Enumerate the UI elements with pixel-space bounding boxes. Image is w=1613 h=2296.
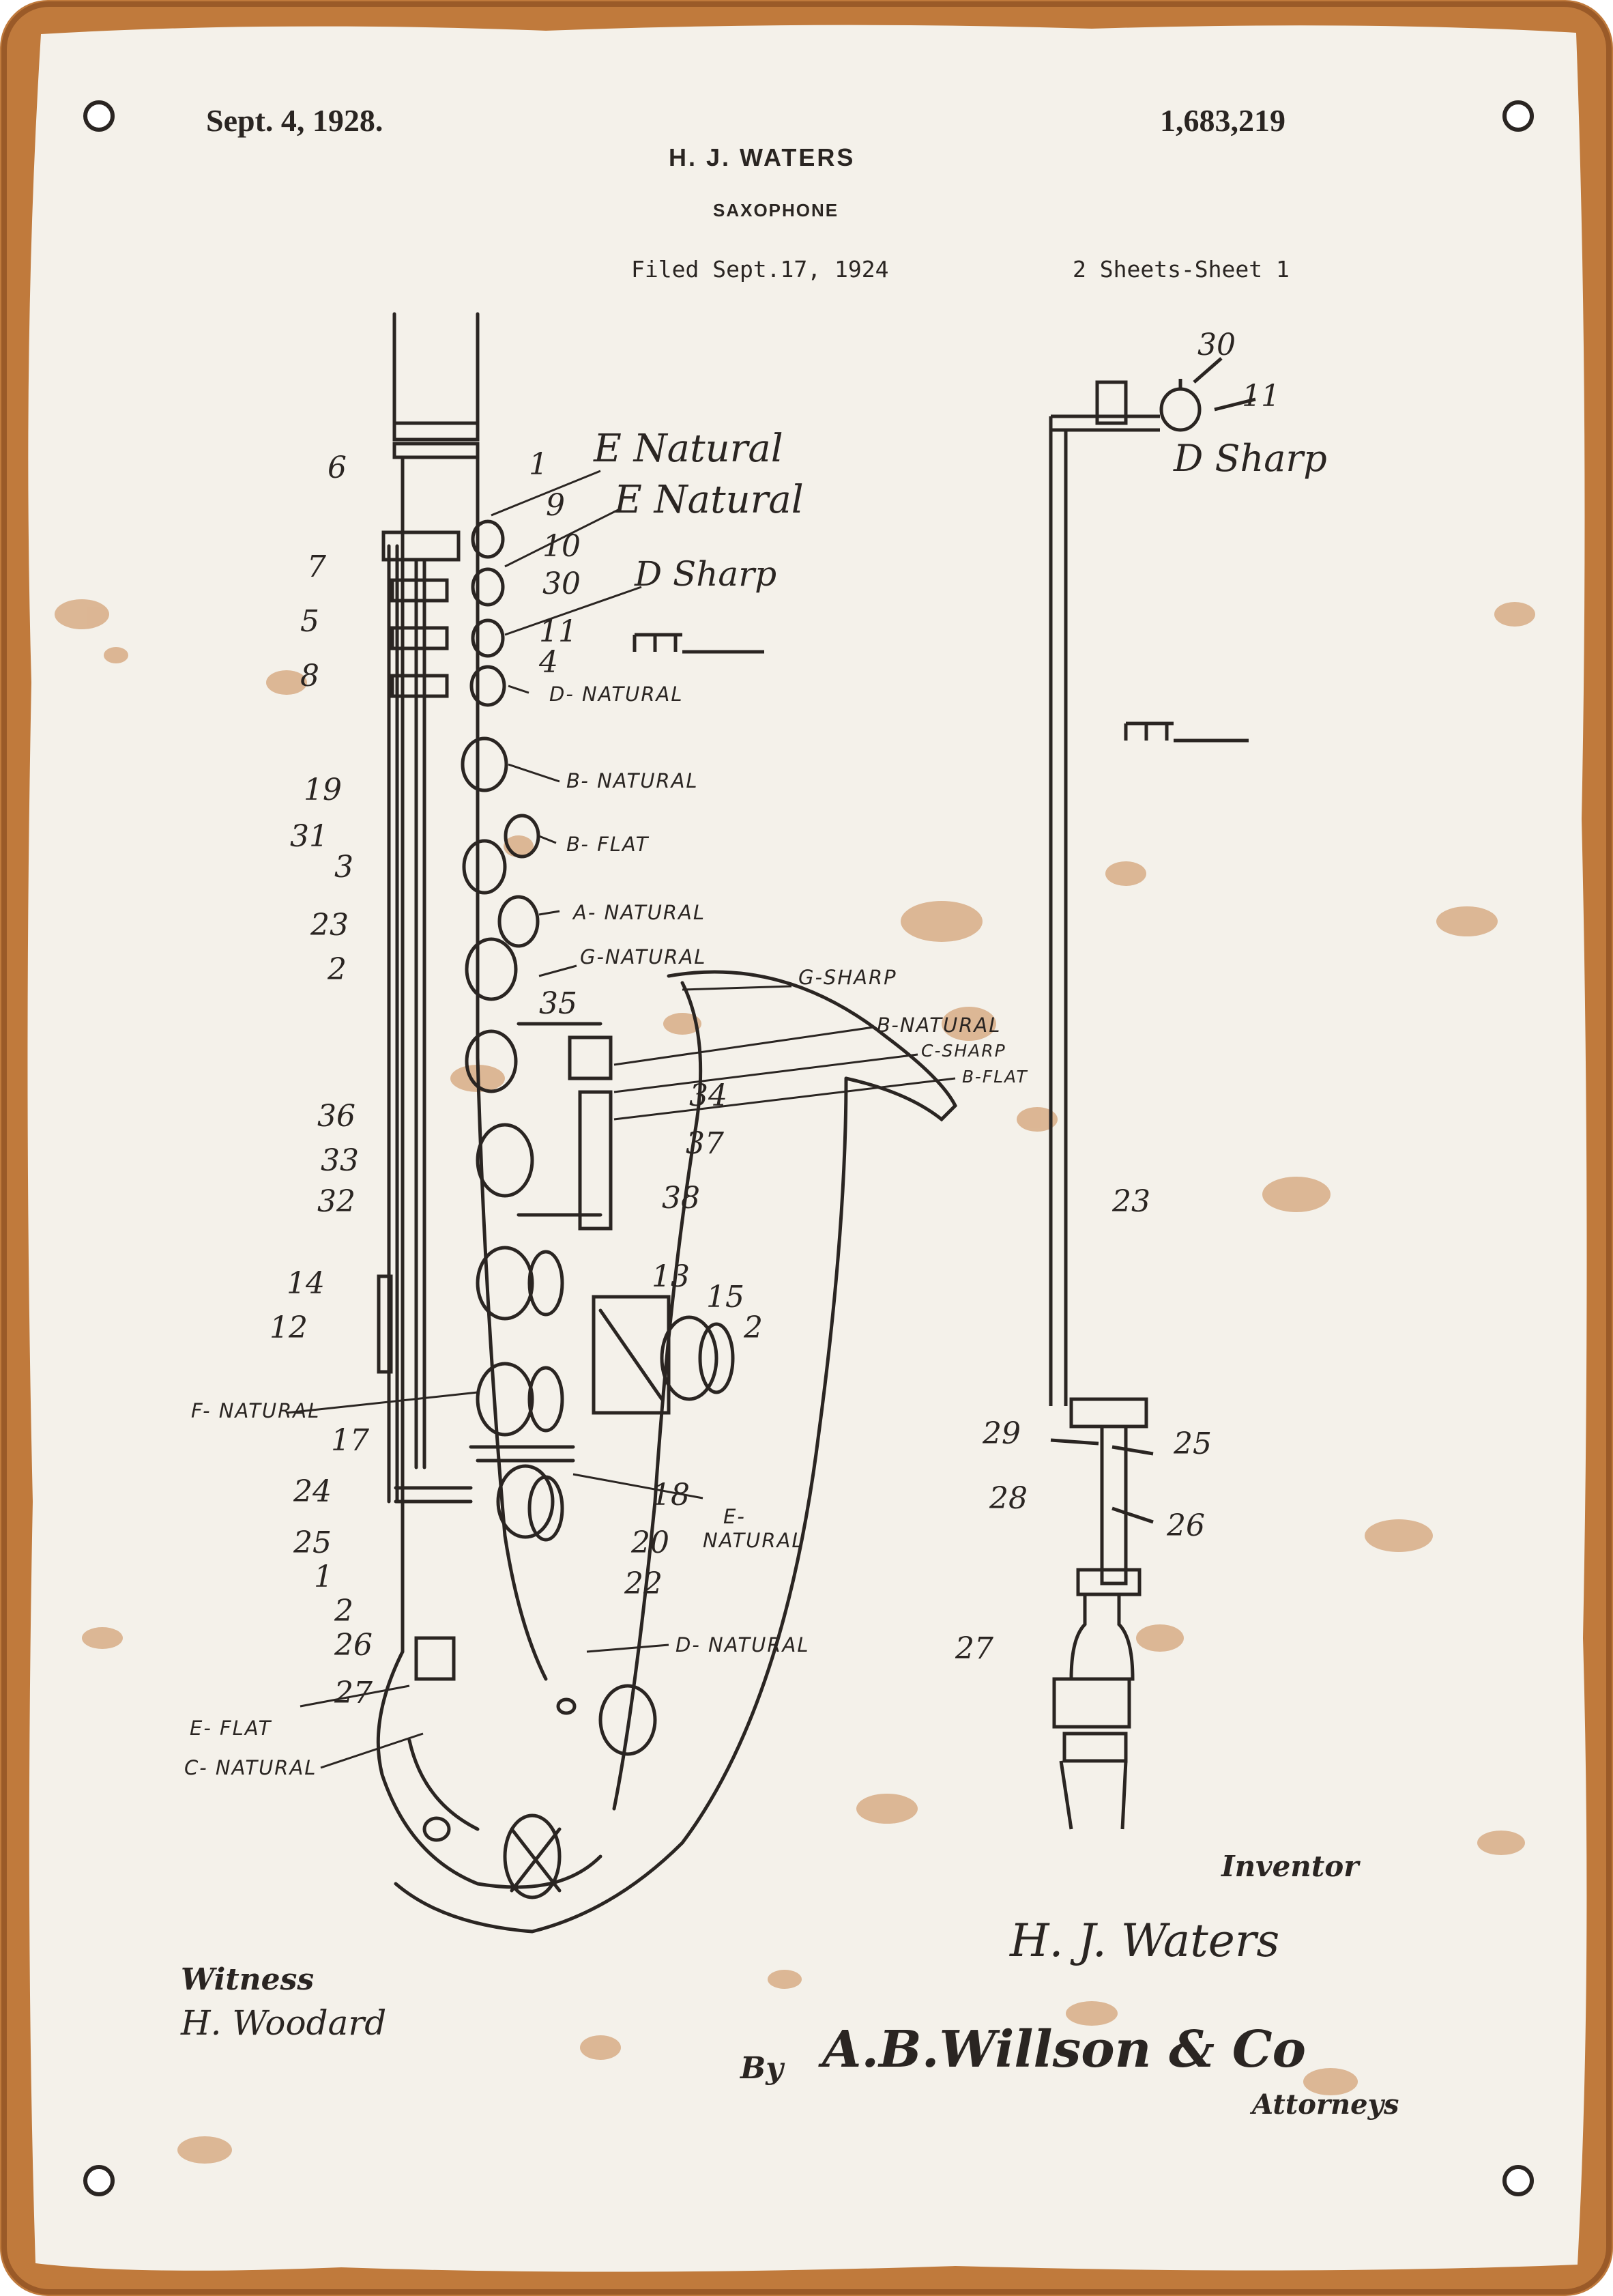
label-d-natural-upper: D- NATURAL — [549, 683, 684, 706]
ref-33: 33 — [321, 1143, 359, 1178]
fig2-ref-25: 25 — [1174, 1426, 1212, 1461]
fig2-label-d-sharp: D Sharp — [1174, 437, 1327, 480]
ref-15: 15 — [706, 1280, 744, 1315]
label-a-natural: A- NATURAL — [573, 901, 706, 924]
ref-17: 17 — [331, 1423, 369, 1458]
label-b-natural-bell: B-NATURAL — [877, 1014, 1001, 1037]
patent-date: Sept. 4, 1928. — [206, 102, 383, 139]
label-b-natural: B- NATURAL — [566, 769, 699, 792]
patent-number: 1,683,219 — [1160, 102, 1285, 139]
ref-2-upper: 2 — [328, 952, 347, 987]
label-c-sharp: C-SHARP — [921, 1041, 1006, 1061]
ref-34: 34 — [689, 1078, 727, 1113]
ref-7: 7 — [307, 549, 326, 584]
ref-6: 6 — [328, 450, 347, 485]
ref-27: 27 — [334, 1676, 373, 1710]
mounting-hole-icon — [1505, 2167, 1532, 2194]
attorneys-label: Attorneys — [1252, 2089, 1399, 2121]
ref-8: 8 — [300, 659, 319, 693]
fig2-ref-11: 11 — [1242, 379, 1280, 414]
ref-36: 36 — [317, 1099, 355, 1134]
label-g-natural: G-NATURAL — [580, 945, 706, 968]
label-b-flat: B- FLAT — [566, 833, 649, 856]
ref-4: 4 — [539, 645, 558, 680]
ref-11: 11 — [539, 614, 577, 649]
label-d-sharp: D Sharp — [635, 554, 776, 594]
ref-20: 20 — [631, 1525, 669, 1560]
witness-name: H. Woodard — [181, 2003, 386, 2043]
paper-panel — [27, 25, 1586, 2272]
ref-3: 3 — [334, 850, 353, 885]
filed-date: Filed Sept.17, 1924 — [631, 256, 889, 283]
mounting-hole-icon — [85, 102, 113, 130]
sheet-count: 2 Sheets-Sheet 1 — [1073, 256, 1290, 283]
ref-25: 25 — [293, 1525, 332, 1560]
ref-2-side: 2 — [744, 1310, 763, 1345]
label-e-natural-lower: E- — [723, 1505, 746, 1528]
ref-13: 13 — [652, 1259, 690, 1294]
ref-1-lower: 1 — [314, 1560, 333, 1594]
fig2-ref-28: 28 — [989, 1481, 1028, 1516]
ref-22: 22 — [624, 1566, 663, 1601]
ref-1: 1 — [529, 447, 548, 482]
ref-12: 12 — [270, 1310, 308, 1345]
fig2-ref-23: 23 — [1112, 1184, 1150, 1219]
ref-23: 23 — [310, 908, 349, 943]
ref-19: 19 — [304, 773, 342, 807]
ref-5: 5 — [300, 604, 319, 639]
mounting-hole-icon — [85, 2167, 113, 2194]
label-b-flat-bell: B-FLAT — [962, 1067, 1028, 1087]
witness-label: Witness — [181, 1962, 314, 1997]
ref-24: 24 — [293, 1474, 332, 1509]
ref-37: 37 — [686, 1126, 724, 1161]
label-c-natural: C- NATURAL — [184, 1756, 317, 1779]
ref-2-lower: 2 — [334, 1594, 353, 1628]
fig2-ref-30: 30 — [1197, 328, 1236, 362]
ref-30: 30 — [542, 566, 581, 601]
attorney-signature: A.B.Willson & Co — [822, 2020, 1306, 2079]
fig2-ref-26: 26 — [1167, 1508, 1205, 1543]
ref-31: 31 — [290, 819, 328, 854]
label-d-natural-lower: D- NATURAL — [675, 1633, 810, 1656]
ref-32: 32 — [317, 1184, 355, 1219]
ref-18: 18 — [652, 1478, 690, 1512]
label-g-sharp: G-SHARP — [798, 966, 897, 989]
mounting-hole-icon — [1505, 102, 1532, 130]
ref-10: 10 — [542, 529, 581, 564]
ref-38: 38 — [662, 1181, 700, 1216]
label-e-natural-1: E Natural — [594, 427, 783, 471]
label-e-natural-lower-2: NATURAL — [703, 1529, 804, 1552]
ref-35: 35 — [539, 986, 577, 1021]
label-e-natural-2: E Natural — [614, 478, 804, 522]
by-label: By — [740, 2051, 783, 2086]
ref-9: 9 — [546, 488, 565, 523]
label-e-flat: E- FLAT — [190, 1717, 272, 1740]
label-f-natural: F- NATURAL — [191, 1399, 320, 1422]
inventor-header: H. J. WATERS — [669, 143, 855, 172]
inventor-label: Inventor — [1221, 1850, 1358, 1883]
fig2-ref-29: 29 — [983, 1416, 1021, 1451]
fig2-ref-27: 27 — [955, 1631, 993, 1666]
ref-14: 14 — [287, 1266, 325, 1301]
invention-title: SAXOPHONE — [713, 200, 839, 221]
inventor-signature: H. J. Waters — [1010, 1914, 1279, 1967]
ref-26: 26 — [334, 1628, 373, 1663]
